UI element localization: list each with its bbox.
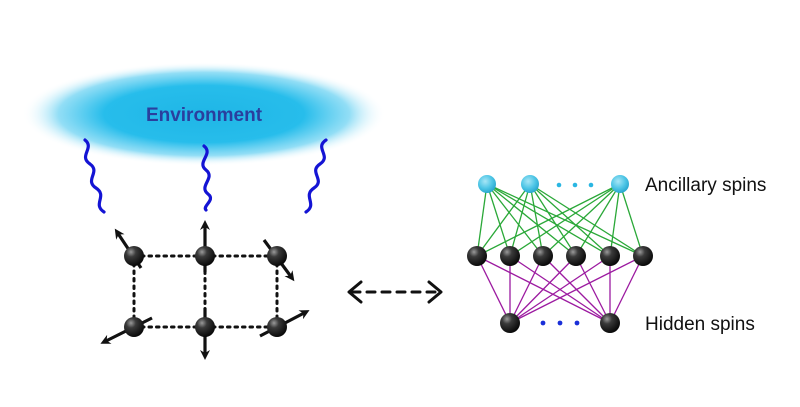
ancillary-spin xyxy=(611,175,629,193)
visible-spin xyxy=(566,246,586,266)
environment-label: Environment xyxy=(146,105,263,126)
ancillary-edge xyxy=(619,183,644,257)
ancillary-edge xyxy=(509,183,531,257)
ancillary-edge xyxy=(509,183,621,257)
coupling-wave-right xyxy=(304,138,328,214)
ancillary-edge xyxy=(476,183,621,257)
visible-spin xyxy=(500,246,520,266)
ancillary-edge xyxy=(486,183,544,257)
coupling-wave-left xyxy=(83,138,106,214)
hidden-edge xyxy=(509,255,544,324)
ancillary-edge xyxy=(575,183,621,257)
coupling-wave-center xyxy=(201,144,213,212)
ancillary-spin xyxy=(521,175,539,193)
coupling-waves xyxy=(83,138,328,214)
hidden-spin xyxy=(600,313,620,333)
ancillary-edge xyxy=(476,183,488,257)
hidden-edge xyxy=(509,255,644,324)
hidden-edge xyxy=(509,255,577,324)
ancillary-edge xyxy=(529,183,644,257)
ancillary-edge xyxy=(486,183,577,257)
ancillary-edge xyxy=(542,183,621,257)
hidden-edges xyxy=(476,255,644,324)
environment-cloud xyxy=(22,62,386,166)
lattice-spin xyxy=(267,317,287,337)
lattice-spin xyxy=(195,317,215,337)
equivalence-arrow xyxy=(347,280,443,304)
hidden-spins-label: Hidden spins xyxy=(645,314,755,335)
visible-spin xyxy=(467,246,487,266)
visible-spins xyxy=(467,246,653,266)
ancillary-edge xyxy=(529,183,577,257)
hidden-spins xyxy=(500,313,620,333)
ancillary-spins xyxy=(478,175,629,193)
ancillary-edge xyxy=(529,183,611,257)
ancillary-ellipsis xyxy=(556,182,594,188)
hidden-ellipsis xyxy=(540,320,580,326)
ancillary-spin xyxy=(478,175,496,193)
lattice-spins xyxy=(124,246,287,337)
hidden-spin xyxy=(500,313,520,333)
lattice-spin xyxy=(195,246,215,266)
lattice-spin xyxy=(124,317,144,337)
ancillary-edge xyxy=(476,183,531,257)
lattice-spin xyxy=(267,246,287,266)
ancillary-spins-label: Ancillary spins xyxy=(645,175,766,196)
hidden-edge xyxy=(509,255,611,324)
hidden-edge xyxy=(609,255,644,324)
hidden-edge xyxy=(476,255,511,324)
ancillary-edge xyxy=(529,183,544,257)
visible-spin xyxy=(633,246,653,266)
visible-spin xyxy=(600,246,620,266)
ancillary-edge xyxy=(486,183,511,257)
hidden-edge xyxy=(575,255,611,324)
ancillary-edges xyxy=(476,183,644,257)
ancillary-edge xyxy=(609,183,621,257)
visible-spin xyxy=(533,246,553,266)
lattice-spin xyxy=(124,246,144,266)
